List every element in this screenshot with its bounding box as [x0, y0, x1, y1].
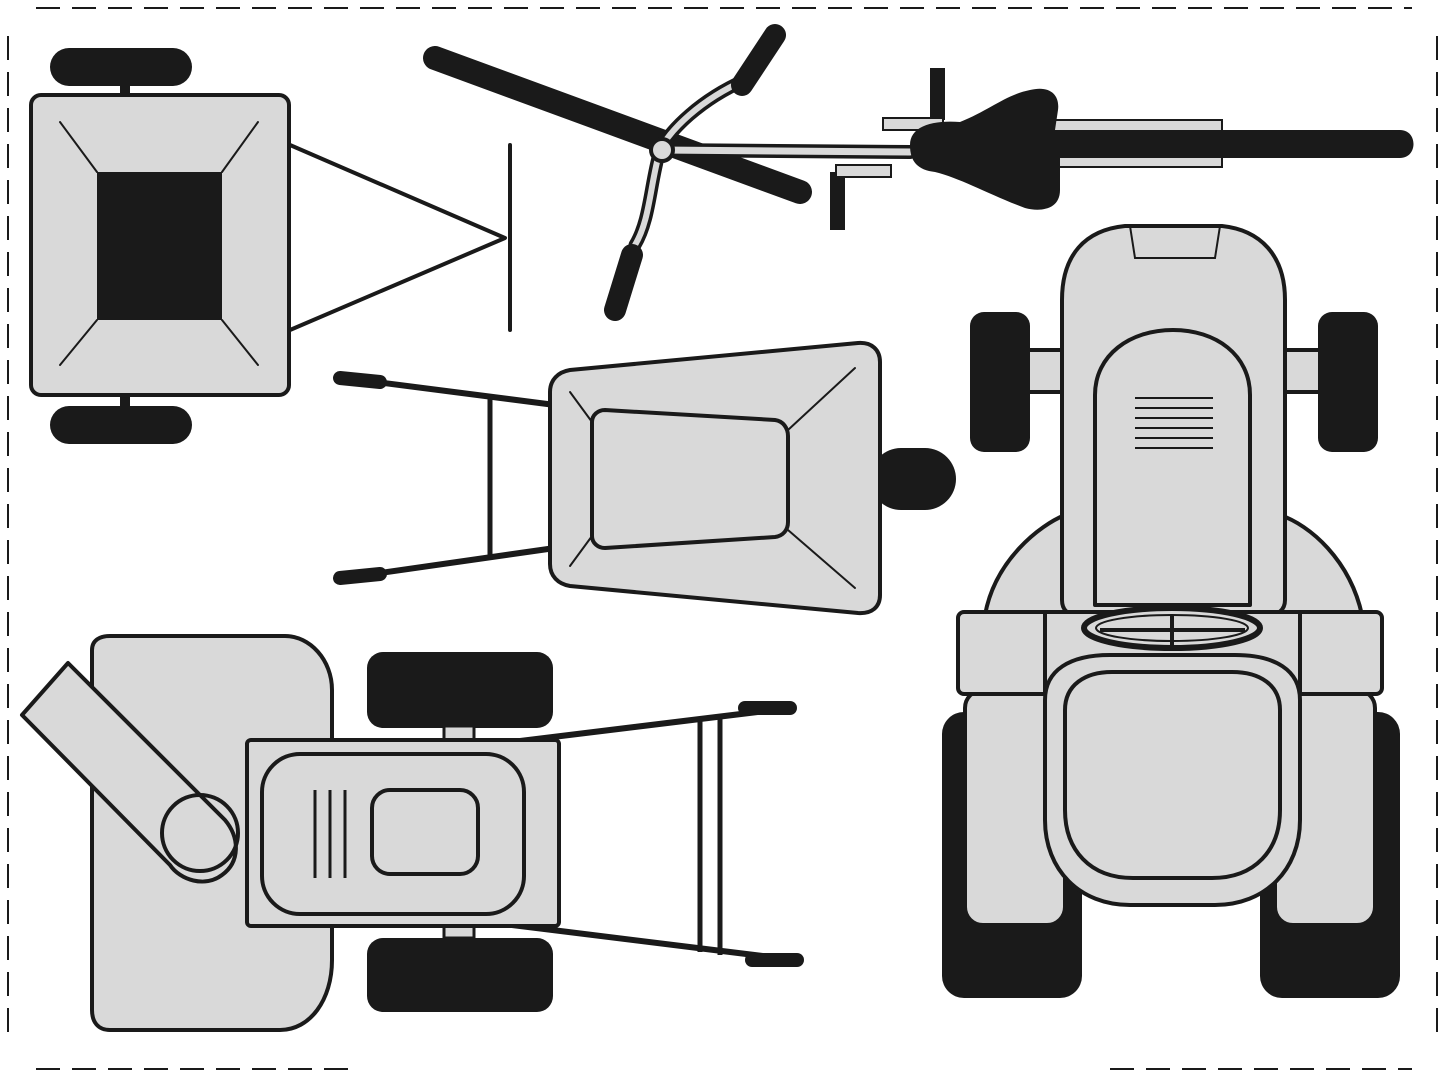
trailer-cart — [29, 48, 512, 444]
tractor-front-wheel-right — [1318, 312, 1378, 452]
tiller-engine — [910, 88, 1414, 210]
steering-wheel-icon — [1081, 605, 1263, 651]
tractor-front-wheel-left — [970, 312, 1030, 452]
lawn-tractor — [942, 224, 1400, 998]
blower-wheel-bottom — [367, 938, 553, 1012]
trailer-wheel-bottom — [50, 406, 192, 444]
snow-blower — [20, 634, 804, 1032]
wheelbarrow-wheel — [870, 448, 956, 510]
wheelbarrow — [333, 340, 956, 616]
trailer-bed — [97, 172, 222, 320]
decorative-border — [7, 7, 1438, 1070]
blower-wheel-top — [367, 652, 553, 728]
discharge-chute — [20, 661, 238, 884]
trailer-wheel-top — [50, 48, 192, 86]
tiller — [423, 24, 1414, 321]
tractor-seat — [1063, 670, 1282, 880]
hood-vent-icon — [1135, 397, 1213, 449]
